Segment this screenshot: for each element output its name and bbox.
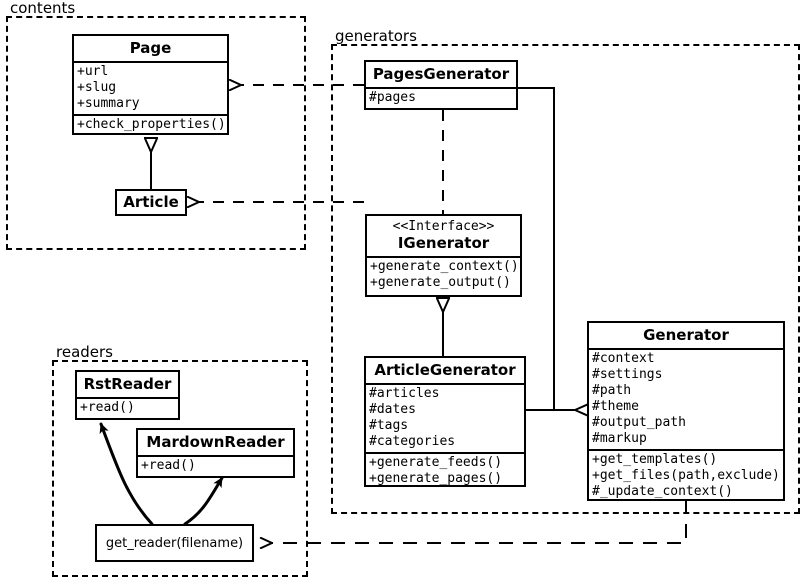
class-box-mardownreader[interactable]: MardownReader +read() (136, 428, 295, 478)
attribute-item: #settings (592, 367, 663, 382)
method-item: +get_files(path,exclude) (592, 468, 780, 483)
class-box-rstreader[interactable]: RstReader +read() (75, 370, 180, 420)
package-label-contents: contents (8, 0, 78, 17)
class-stereotype-igenerator: <<Interface>> (392, 219, 495, 234)
attribute-item: +summary (77, 96, 140, 111)
function-box-get-reader[interactable]: get_reader(filename) (95, 524, 254, 562)
attribute-item: #output_path (592, 415, 686, 430)
package-frame-readers (52, 360, 308, 577)
class-box-pagesgenerator[interactable]: PagesGenerator #pages (364, 60, 518, 110)
attribute-item: +url (77, 64, 109, 79)
class-name-igenerator: IGenerator (397, 234, 490, 252)
class-name-rstreader: RstReader (83, 375, 172, 393)
method-item: +generate_context() (370, 259, 519, 274)
class-name-page: Page (129, 39, 172, 57)
class-box-page[interactable]: Page +url +slug +summary +check_properti… (72, 34, 229, 135)
class-methods-rstreader: +read() (77, 397, 178, 418)
class-name-articlegenerator: ArticleGenerator (374, 361, 516, 379)
class-box-articlegenerator[interactable]: ArticleGenerator #articles #dates #tags … (364, 356, 526, 487)
class-name-mardownreader: MardownReader (146, 433, 285, 451)
class-attributes-page: +url +slug +summary (74, 61, 227, 114)
function-label-get-reader: get_reader(filename) (105, 535, 244, 551)
method-item: +generate_pages() (369, 471, 503, 486)
attribute-item: #tags (369, 418, 409, 433)
attribute-item: #path (592, 383, 632, 398)
class-methods-generator: +get_templates() +get_files(path,exclude… (589, 449, 783, 502)
package-label-generators: generators (333, 27, 419, 45)
method-item: +get_templates() (592, 452, 718, 467)
class-box-article[interactable]: Article (115, 189, 187, 216)
method-item: +read() (141, 458, 196, 473)
attribute-item: #context (592, 351, 655, 366)
class-name-article: Article (123, 193, 179, 211)
method-item: +check_properties() (77, 117, 226, 132)
method-item: +generate_feeds() (369, 455, 503, 470)
attribute-item: #dates (369, 402, 416, 417)
class-box-igenerator[interactable]: <<Interface>> IGenerator +generate_conte… (365, 214, 522, 297)
attribute-item: #categories (369, 434, 456, 449)
class-methods-igenerator: +generate_context() +generate_output() (367, 256, 520, 293)
class-attributes-pagesgenerator: #pages (366, 87, 516, 108)
class-name-generator: Generator (643, 326, 729, 344)
method-item: +read() (80, 400, 135, 415)
method-item: #_update_context() (592, 484, 733, 499)
package-label-readers: readers (54, 343, 115, 361)
class-methods-page: +check_properties() (74, 114, 227, 135)
class-methods-mardownreader: +read() (138, 455, 293, 476)
attribute-item: #pages (369, 90, 416, 105)
attribute-item: #articles (369, 386, 440, 401)
method-item: +generate_output() (370, 275, 511, 290)
class-attributes-generator: #context #settings #path #theme #output_… (589, 348, 783, 449)
class-attributes-articlegenerator: #articles #dates #tags #categories (366, 383, 524, 452)
attribute-item: +slug (77, 80, 117, 95)
class-name-pagesgenerator: PagesGenerator (372, 65, 510, 83)
class-methods-articlegenerator: +generate_feeds() +generate_pages() (366, 452, 524, 489)
attribute-item: #theme (592, 399, 639, 414)
package-frame-contents (6, 16, 306, 250)
attribute-item: #markup (592, 431, 647, 446)
class-box-generator[interactable]: Generator #context #settings #path #them… (587, 321, 785, 501)
package-frame-generators (331, 44, 800, 514)
